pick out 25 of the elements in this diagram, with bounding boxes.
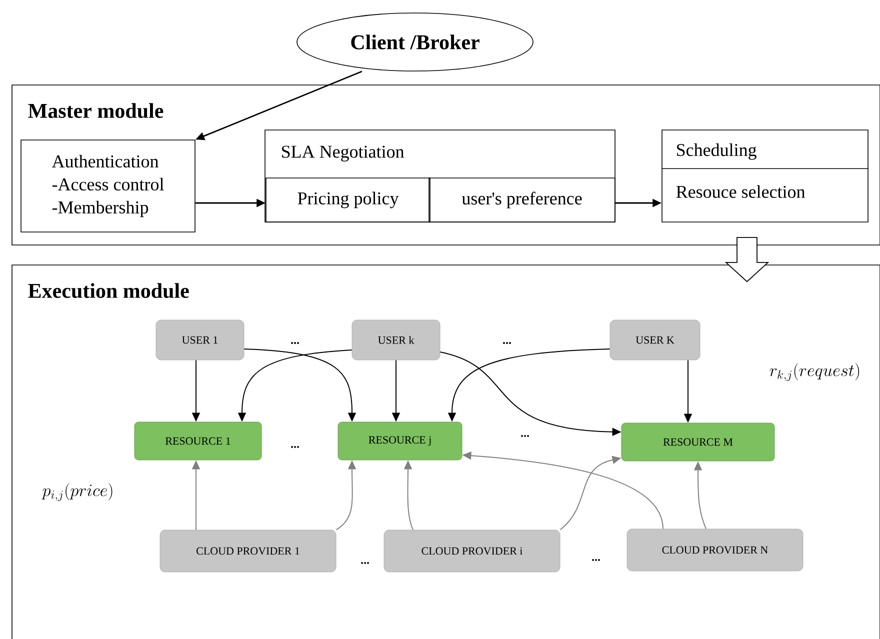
ellipsis-label: ... xyxy=(291,446,299,448)
resource-box: RESOURCE M xyxy=(621,422,775,462)
formula-label: $p_{i,j}(price)$ xyxy=(42,483,112,502)
table-cell: Pricing policy xyxy=(266,178,430,222)
ellipsis-label: ... xyxy=(503,342,511,344)
ellipsis-label: ... xyxy=(592,559,600,561)
resource-box: RESOURCE j xyxy=(338,422,462,460)
cloud-provider-box: CLOUD PROVIDER 1 xyxy=(160,530,336,572)
ellipsis-label: ... xyxy=(521,435,529,437)
process-box: Scheduling Resouce selection xyxy=(661,130,869,222)
formula-label: $r_{k,j}(request)$ xyxy=(770,363,860,382)
module-title: Master module xyxy=(28,103,164,118)
user-box: USER K xyxy=(610,320,700,360)
cloud-provider-box: CLOUD PROVIDER N xyxy=(626,528,804,572)
ellipse-node: Client /Broker xyxy=(296,12,534,72)
module-title: Execution module xyxy=(28,283,189,298)
ellipsis-label: ... xyxy=(291,342,299,344)
cloud-provider-box: CLOUD PROVIDER i xyxy=(384,530,560,572)
ellipsis-label: ... xyxy=(361,562,369,564)
user-box: USER 1 xyxy=(156,320,244,360)
resource-box: RESOURCE 1 xyxy=(134,422,262,460)
process-box: Authentication -Access control -Membership xyxy=(20,140,196,232)
block-arrow xyxy=(724,236,770,282)
table-cell: user's preference xyxy=(428,178,616,222)
user-box: USER k xyxy=(352,320,440,360)
